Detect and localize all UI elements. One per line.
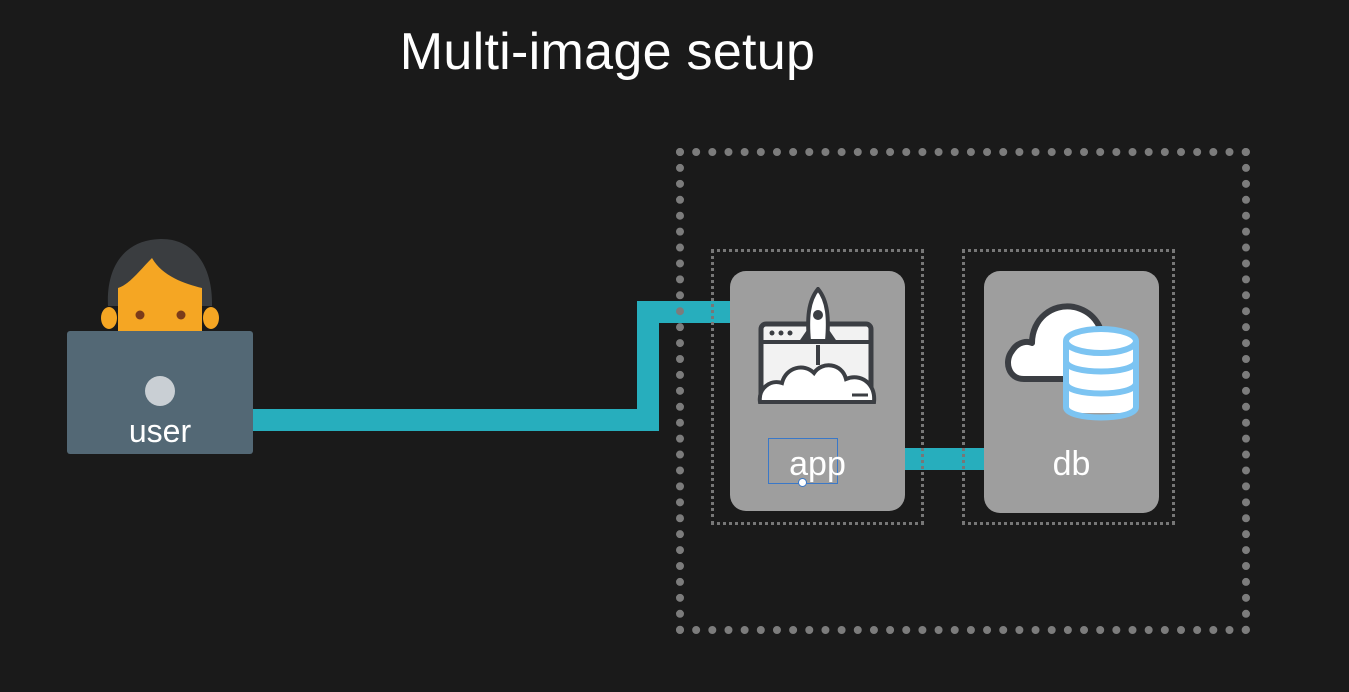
cloud-database-icon <box>1005 303 1139 421</box>
host-boundary-frame <box>676 148 1250 634</box>
user-to-app-connector <box>253 301 731 431</box>
app-container-frame <box>711 249 924 525</box>
rocket-launch-icon <box>757 287 877 404</box>
user-label: user <box>128 413 192 449</box>
db-label: db <box>1052 445 1091 483</box>
db-container-frame <box>962 249 1175 525</box>
app-node[interactable]: app <box>730 271 905 511</box>
laptop-icon: user <box>67 331 253 454</box>
page-title: Multi-image setup <box>399 23 816 81</box>
person-icon <box>101 238 219 336</box>
db-node[interactable]: db <box>984 271 1159 513</box>
app-label: app <box>789 445 846 483</box>
laptop-logo <box>145 376 175 406</box>
selection-handle[interactable] <box>798 478 807 487</box>
